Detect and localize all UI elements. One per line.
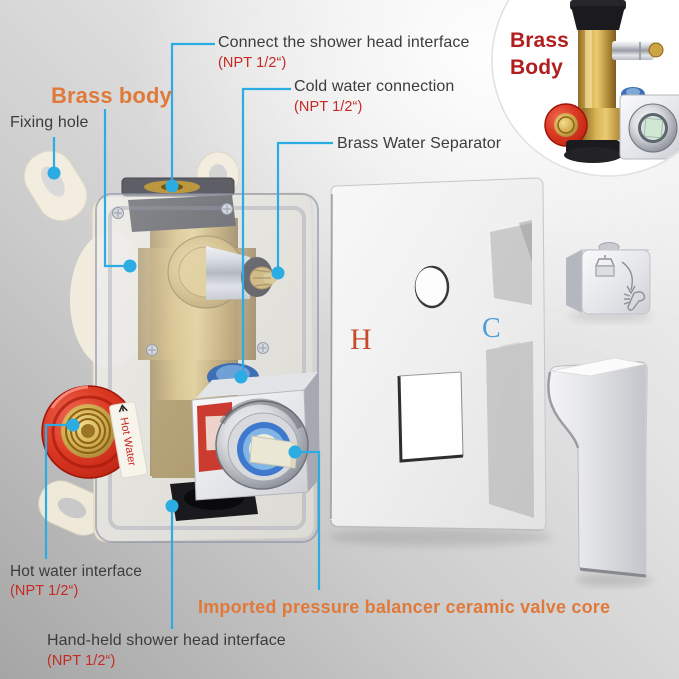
leader-hot-water <box>44 423 67 559</box>
fixing-ear-bottom-left <box>38 480 106 536</box>
annotation-label: Brass Water Separator <box>337 135 502 152</box>
hand-shower-icon <box>623 291 646 311</box>
annotation-label: Imported pressure balancer ceramic valve… <box>198 597 611 617</box>
dot-brass-body <box>123 259 137 273</box>
housing-screws <box>112 203 269 356</box>
annotation-hand-held: Hand-held shower head interface (NPT 1/2… <box>47 632 286 669</box>
plate-reflection-cube <box>490 223 532 305</box>
annotation-brass-body: Brass body <box>51 83 172 109</box>
annotation-brass-water-separator: Brass Water Separator <box>337 135 501 153</box>
dot-brass-water-separator <box>271 266 285 280</box>
leader-brass-water-separator <box>276 141 333 267</box>
leader-valve-core <box>301 450 321 590</box>
fixing-ear-top-left <box>23 150 88 222</box>
annotation-spec: (NPT 1/2“) <box>10 583 79 600</box>
annotation-cold-water: Cold water connection (NPT 1/2“) <box>294 78 454 115</box>
inset-brass-body-photo <box>544 0 679 163</box>
diverter-arrowhead <box>626 285 636 295</box>
annotation-spec: (NPT 1/2“) <box>294 98 363 115</box>
dot-valve-core <box>288 445 302 459</box>
annotation-spec: (NPT 1/2“) <box>218 54 287 71</box>
inset-photo-circle <box>491 0 679 177</box>
annotation-valve-core: Imported pressure balancer ceramic valve… <box>198 597 610 617</box>
diverter-knob <box>566 242 652 322</box>
diverter-arrow-icon <box>621 261 634 291</box>
dot-connect-shower-head <box>165 179 179 193</box>
shower-handle <box>547 357 652 586</box>
annotation-label: Fixing hole <box>10 114 89 131</box>
dot-hand-held <box>165 499 179 513</box>
annotation-hot-water: Hot water interface (NPT 1/2“) <box>10 563 142 600</box>
annotation-label: Hand-held shower head interface <box>47 632 286 649</box>
annotation-label: Connect the shower head interface <box>218 34 470 51</box>
hot-water-sticker: Hot Water <box>109 401 148 479</box>
leader-connect-shower-head <box>170 42 215 180</box>
diverter-icons <box>594 255 646 311</box>
faceplate-cold-marker: C <box>482 313 501 344</box>
annotation-fixing-hole: Fixing hole <box>10 114 88 132</box>
annotation-label: Hot water interface <box>10 563 142 580</box>
annotation-label: Brass body <box>51 83 172 108</box>
cartridge-housing-cube <box>191 372 320 501</box>
leader-lines <box>44 42 333 629</box>
valve-assembly: Hot Water <box>23 150 320 543</box>
faceplate-round-hole <box>414 265 450 309</box>
fixed-shower-icon <box>594 255 616 277</box>
handle-top-face <box>550 357 647 377</box>
dot-cold-water <box>234 370 248 384</box>
annotation-spec: (NPT 1/2“) <box>47 652 116 669</box>
leader-cold-water <box>241 87 291 371</box>
faceplate <box>328 177 552 546</box>
annotation-connect-shower-head: Connect the shower head interface (NPT 1… <box>218 34 469 71</box>
faceplate-hot-marker: H <box>350 323 372 356</box>
faceplate-square-hole <box>397 371 464 463</box>
inset-title: Brass Body <box>510 29 569 80</box>
dot-fixing-hole <box>47 166 61 180</box>
dot-hot-water <box>66 418 80 432</box>
annotation-label: Cold water connection <box>294 78 455 95</box>
leader-brass-body <box>103 109 124 268</box>
leader-dots <box>47 166 302 513</box>
